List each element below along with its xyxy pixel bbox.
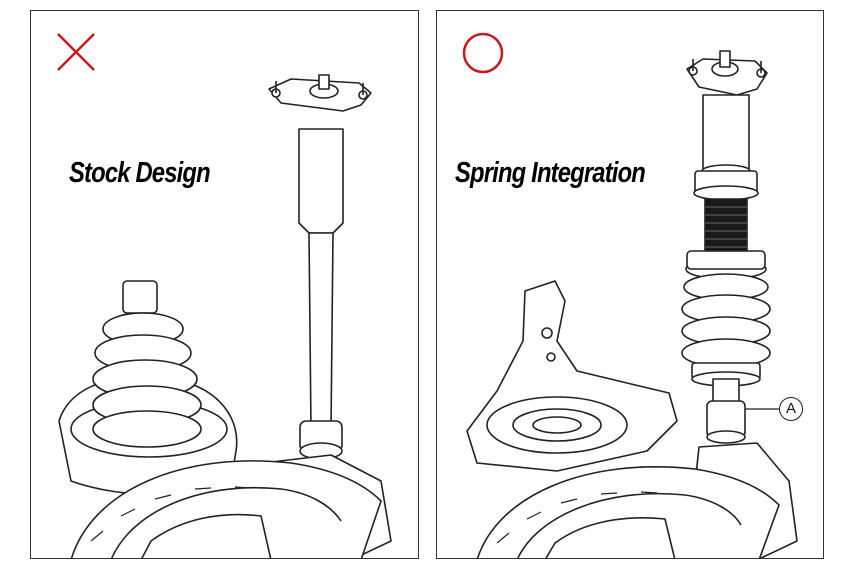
circle-icon <box>462 32 504 74</box>
spring-integration-panel: Spring Integration A <box>436 10 824 559</box>
coilover-suspension-drawing <box>466 50 798 558</box>
stock-suspension-drawing <box>58 74 392 558</box>
callout-a-label: A <box>779 397 803 421</box>
spring-integration-caption: Spring Integration <box>455 157 646 189</box>
cross-icon <box>57 33 95 71</box>
stock-design-caption: Stock Design <box>69 157 211 189</box>
stock-design-panel: Stock Design <box>30 10 419 559</box>
